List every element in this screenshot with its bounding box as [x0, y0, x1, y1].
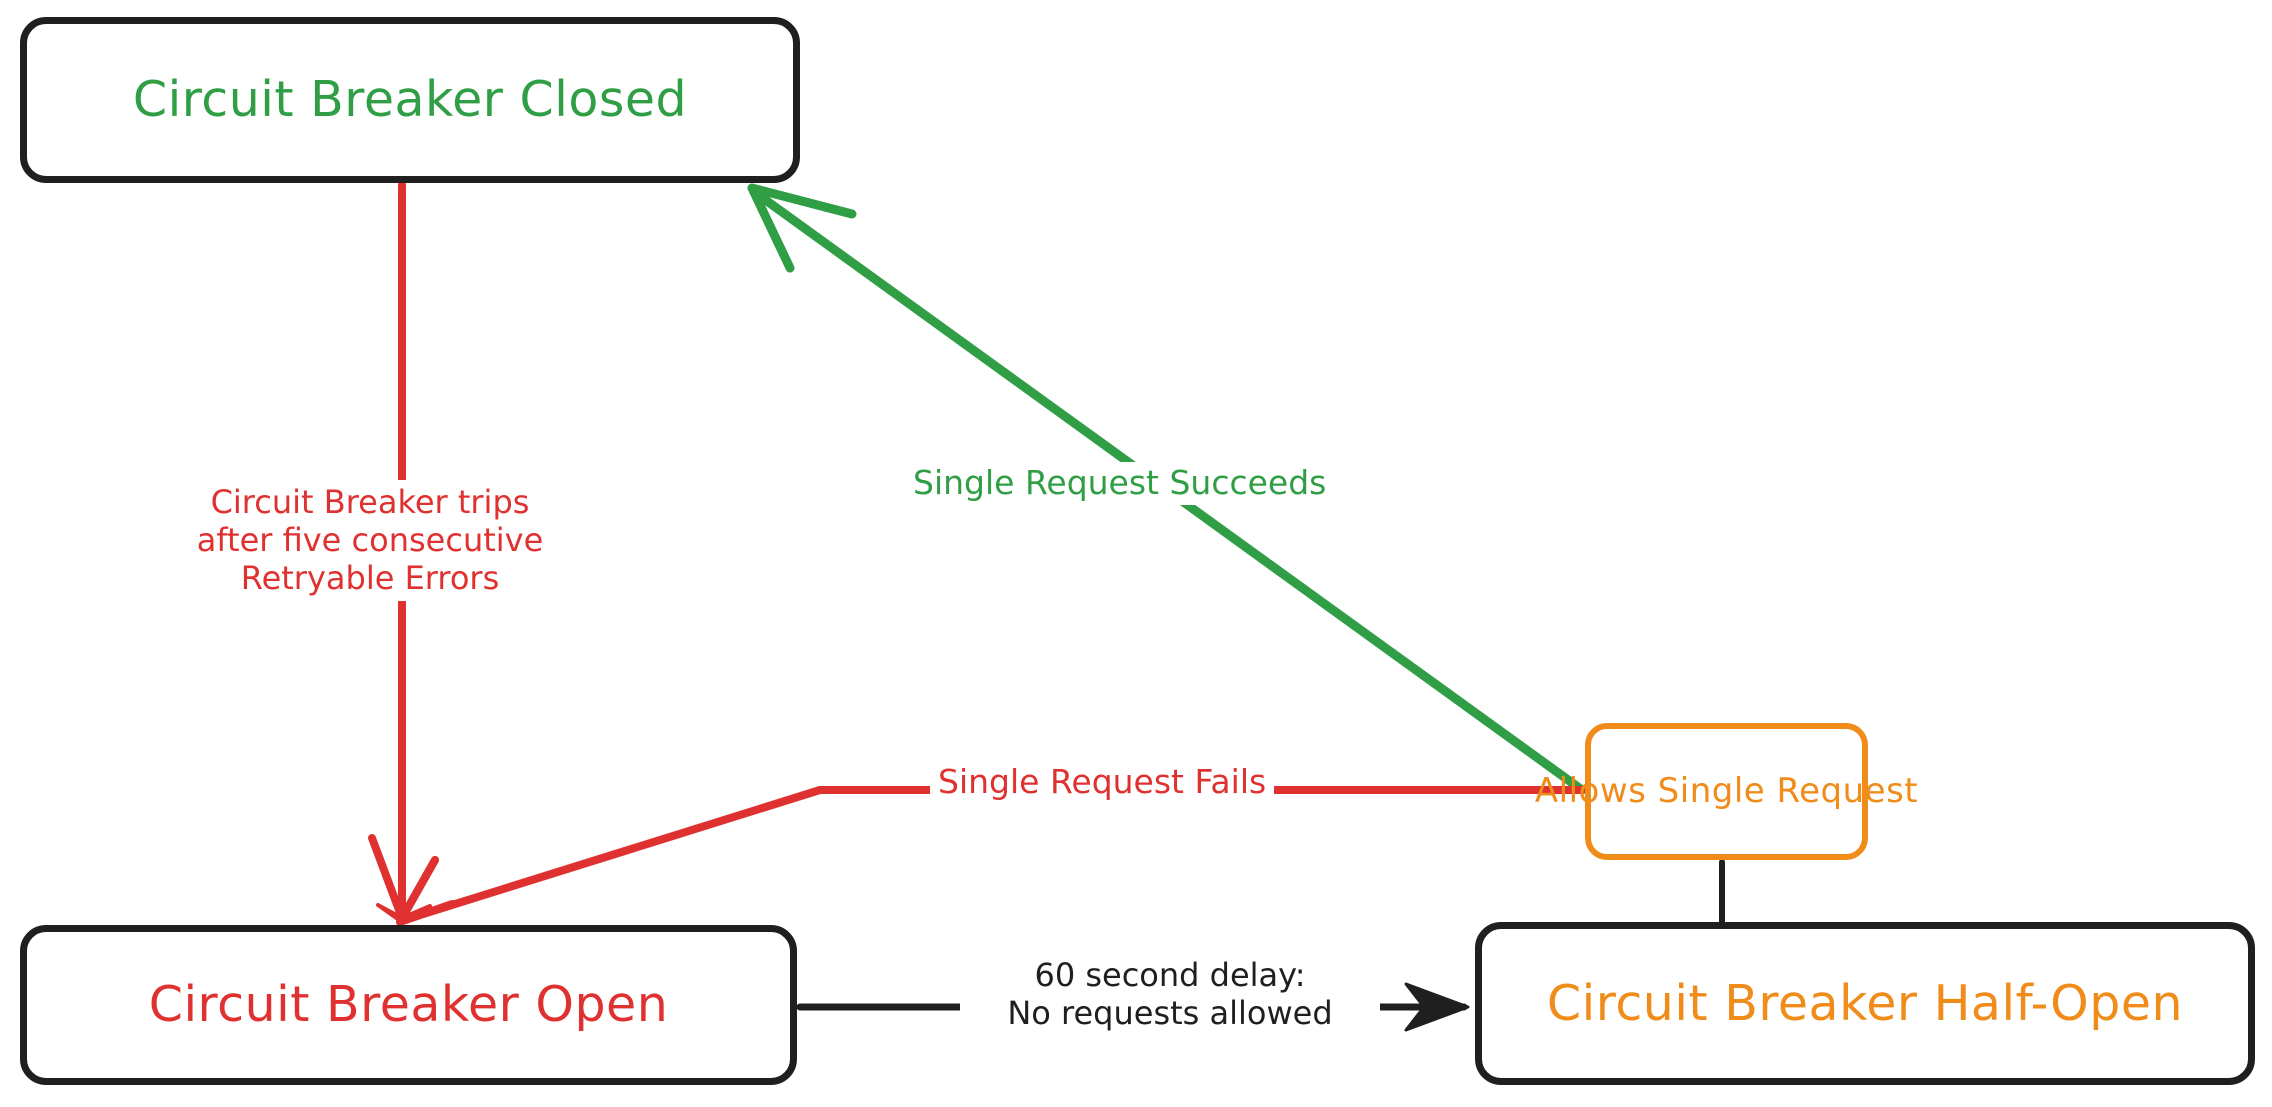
- edge-label-line: after five consecutive: [196, 520, 544, 559]
- state-node-label: Circuit Breaker Half-Open: [1546, 974, 2184, 1032]
- edge-label-line: 60 second delay:: [1034, 956, 1306, 994]
- state-node-circuit-breaker-open[interactable]: Circuit Breaker Open: [20, 925, 797, 1085]
- edge-label-allows-to-closed: Single Request Succeeds: [905, 462, 1335, 505]
- edge-label-line: Circuit Breaker trips: [210, 483, 530, 521]
- state-node-circuit-breaker-closed[interactable]: Circuit Breaker Closed: [20, 17, 800, 183]
- edge-label-closed-to-open: Circuit Breaker trips after five consecu…: [160, 480, 580, 602]
- edge-label-open-to-halfopen: 60 second delay: No requests allowed: [960, 955, 1380, 1035]
- state-node-label: Circuit Breaker Closed: [132, 71, 688, 129]
- edge-label-line: Retryable Errors: [240, 558, 500, 597]
- edge-label-allows-to-open: Single Request Fails: [930, 761, 1275, 804]
- state-node-label: Allows Single Request: [1534, 770, 1919, 811]
- edge-allows-to-open: [396, 786, 1586, 926]
- edge-label-line: No requests allowed: [1007, 993, 1333, 1032]
- state-node-allows-single-request[interactable]: Allows Single Request: [1535, 723, 1918, 860]
- state-node-label: Circuit Breaker Open: [148, 976, 669, 1034]
- state-node-circuit-breaker-half-open[interactable]: Circuit Breaker Half-Open: [1475, 922, 2255, 1085]
